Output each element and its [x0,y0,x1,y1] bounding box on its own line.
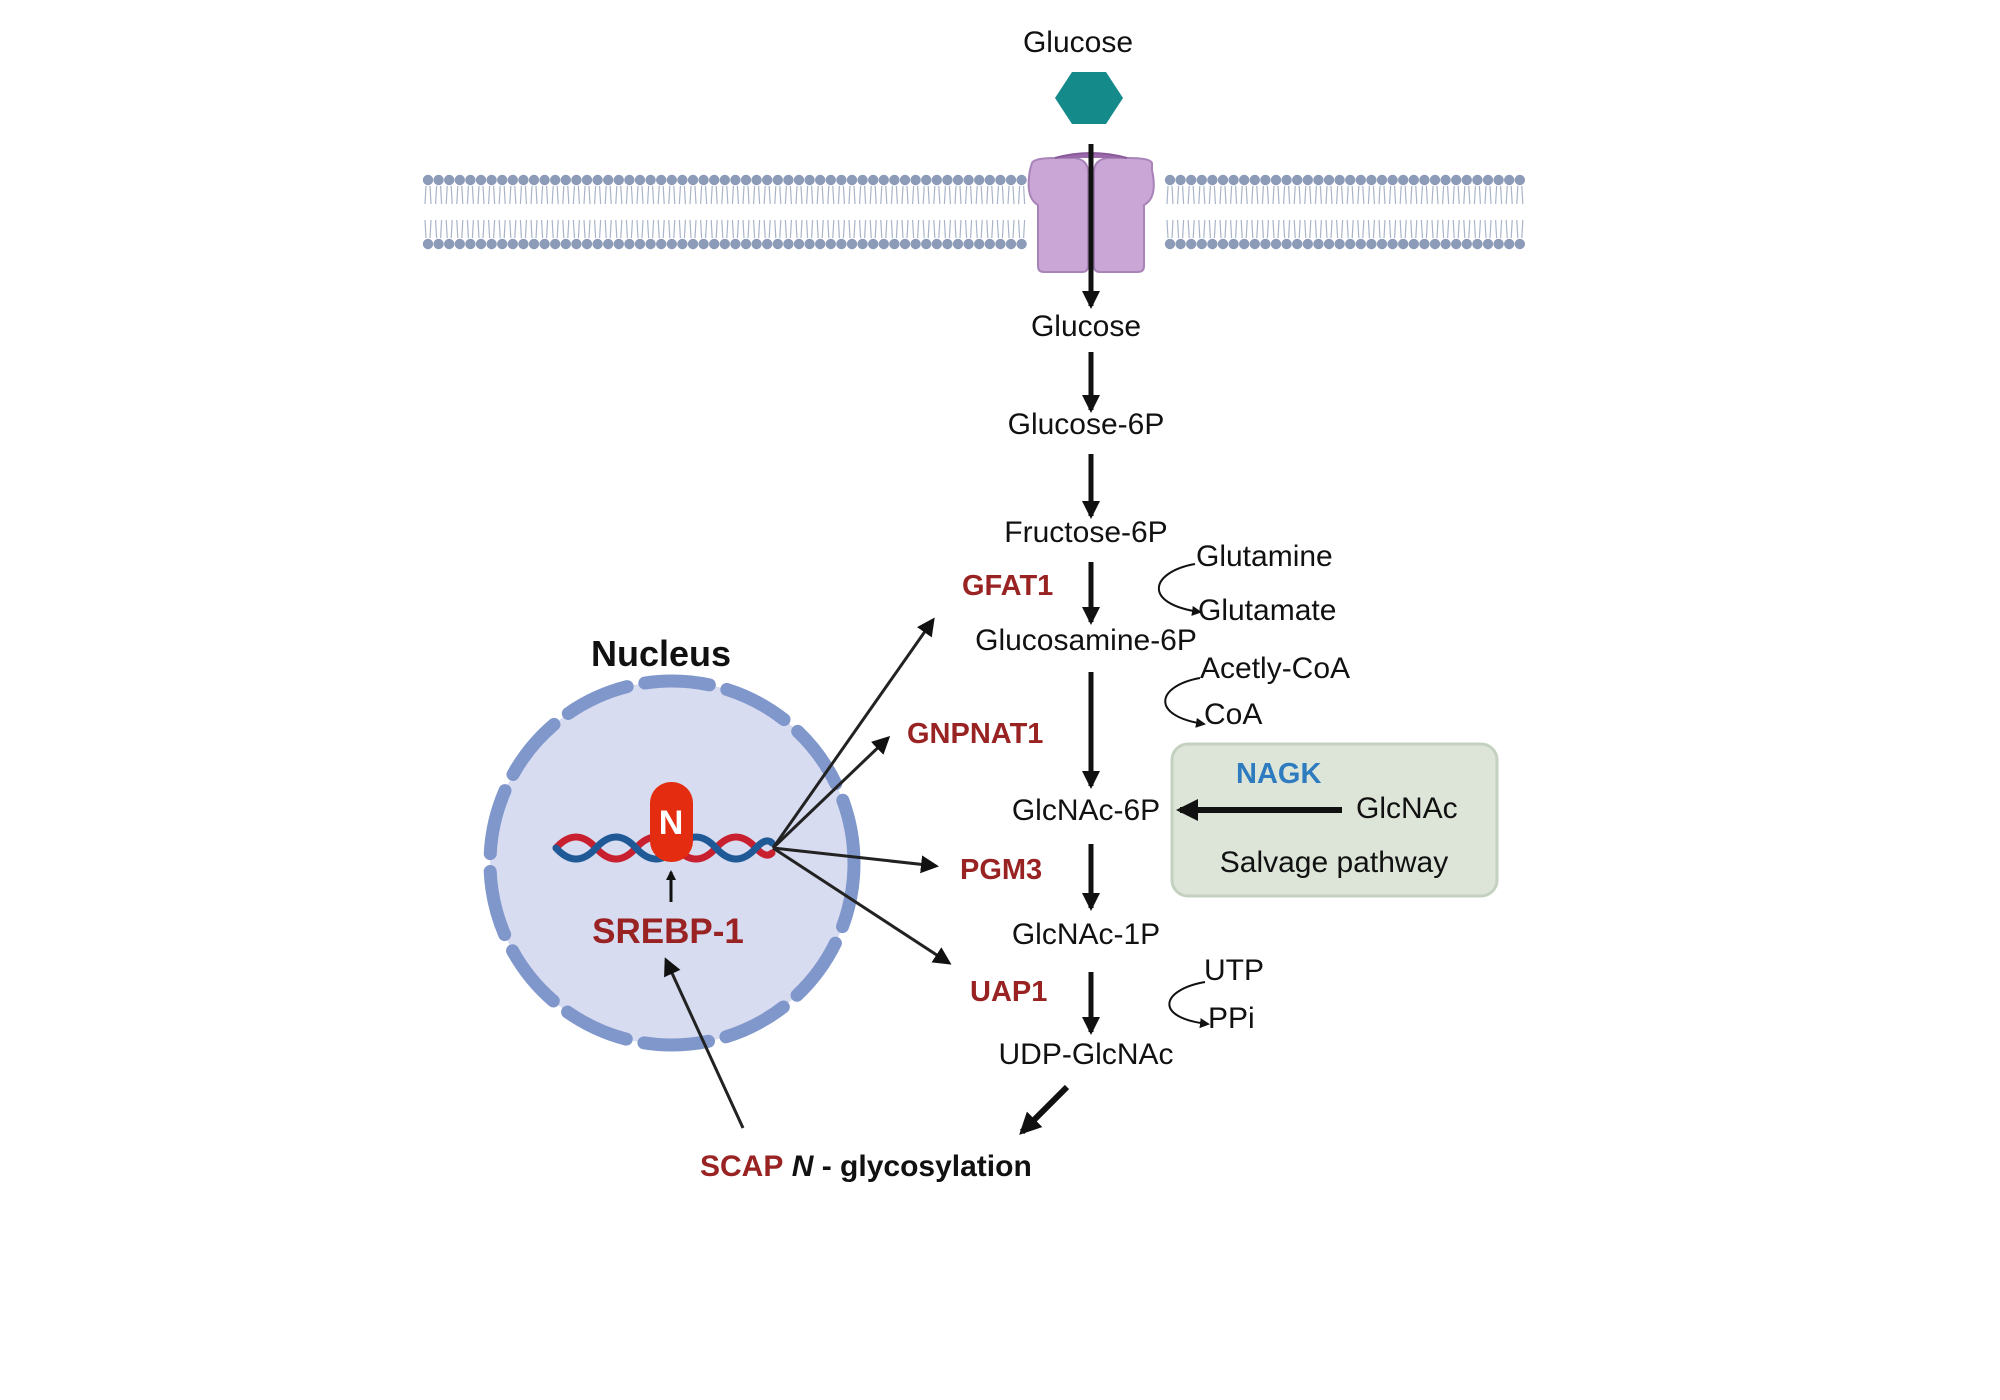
scap-n-glycosylation-label: SCAP N - glycosylation [700,1152,1032,1182]
udp-glcnac-label: UDP-GlcNAc [998,1038,1174,1071]
glucose-label: Glucose [1030,310,1142,343]
n-badge-label: N [658,804,684,842]
utp-label: UTP [1204,954,1264,987]
glucose-outside-label: Glucose [1022,26,1134,59]
cofactor-arrows [1157,563,1210,1029]
pathway-arrows [1019,352,1100,1135]
glucosamine-6p-label: Glucosamine-6P [975,624,1197,657]
glcnac-1p-label: GlcNAc-1P [1011,918,1161,951]
uap1-label: UAP1 [970,976,1048,1008]
salvage-pathway-label: Salvage pathway [1219,846,1449,879]
glcnac-salvage-label: GlcNAc [1356,792,1458,825]
nucleus-title: Nucleus [590,633,732,674]
nucleus [483,674,861,1052]
fructose-6p-label: Fructose-6P [1004,516,1168,549]
nagk-label: NAGK [1236,758,1322,790]
coa-label: CoA [1204,698,1263,731]
glucose-6p-label: Glucose-6P [1007,408,1165,441]
srebp-1-label: SREBP-1 [592,912,744,951]
cell-membrane [422,174,1526,250]
n-badge [650,782,693,862]
scap-label: SCAP [700,1150,784,1183]
ppi-label: PPi [1208,1002,1255,1035]
gfat1-label: GFAT1 [962,570,1054,602]
n-letter: N [791,1150,814,1183]
glycosylation-label: - glycosylation [821,1150,1032,1183]
glucose-hexagon-icon [1055,72,1123,124]
glcnac-6p-label: GlcNAc-6P [1011,794,1161,827]
scap-to-srebp-arrow [664,957,745,1129]
salvage-pathway-box [1170,742,1499,898]
glucose-transporter [1027,152,1155,273]
glutamine-label: Glutamine [1196,540,1333,573]
glutamate-label: Glutamate [1198,594,1337,627]
regulation-arrows [771,617,952,965]
gnpnat1-label: GNPNAT1 [907,718,1044,750]
pgm3-label: PGM3 [960,854,1043,886]
acetyl-coa-label: Acetly-CoA [1200,652,1351,685]
